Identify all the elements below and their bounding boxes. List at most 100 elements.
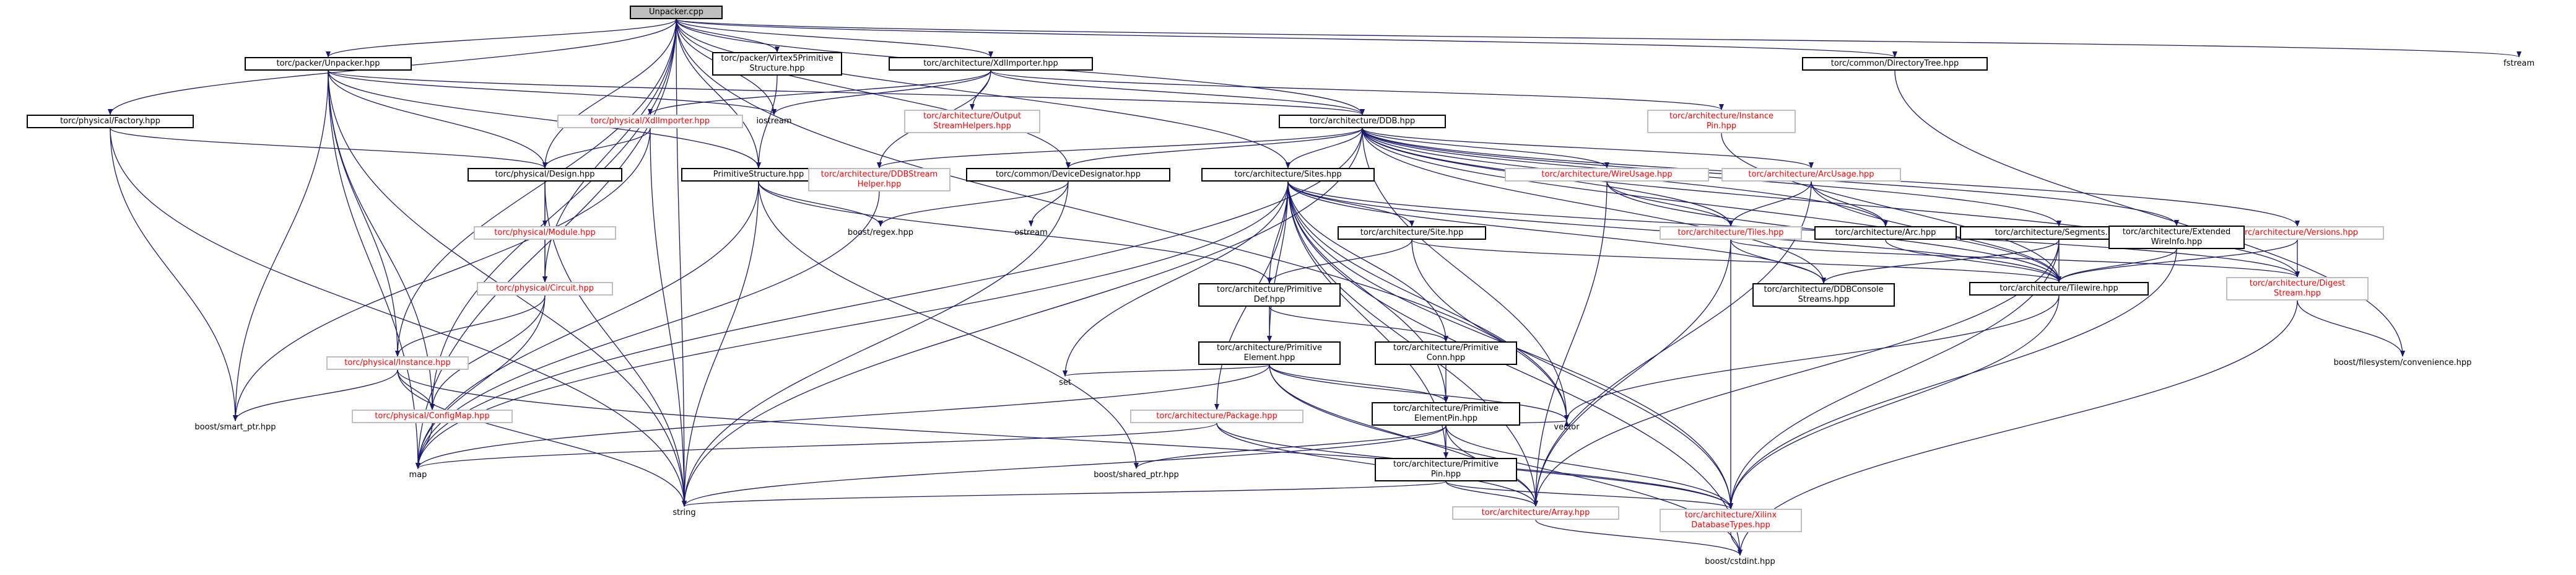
node-ddb[interactable]: torc/architecture/DDB.hpp — [1279, 115, 1446, 128]
node-xilinx-db-types[interactable]: torc/architecture/Xilinx DatabaseTypes.h… — [1660, 509, 1802, 532]
node-xdl-importer[interactable]: torc/architecture/XdlImporter.hpp — [889, 57, 1093, 71]
node-instance[interactable]: torc/physical/Instance.hpp — [326, 356, 469, 370]
node-arc-usage[interactable]: torc/architecture/ArcUsage.hpp — [1721, 168, 1901, 182]
node-configmap[interactable]: torc/physical/ConfigMap.hpp — [352, 410, 513, 423]
edge-unpacker_hpp-to-design — [328, 70, 547, 169]
edge-prim_pin-to-array — [1445, 481, 1538, 507]
edge-ddb-to-sites — [1286, 128, 1363, 169]
edge-prim_structure-to-primitive_def — [758, 181, 1272, 284]
edge-primitive_def-to-prim_conn — [1269, 306, 1448, 342]
edge-phys_xdl_importer-to-string — [650, 128, 687, 507]
edge-ddb-to-digest_stream — [1362, 128, 2300, 278]
edge-arc-to-tilewire — [1885, 239, 2061, 283]
node-phys-xdl-importer[interactable]: torc/physical/XdlImporter.hpp — [557, 115, 743, 128]
edge-circuit-to-map — [416, 295, 546, 469]
edge-device_designator-to-ostream — [1029, 181, 1069, 227]
edge-prim_element-to-set — [1063, 364, 1270, 377]
edge-xdl_importer-to-iostream — [772, 70, 991, 115]
edge-root-to-fstream — [676, 19, 2522, 58]
edge-root-to-dir_tree — [676, 19, 1897, 58]
node-iostream: iostream — [756, 116, 792, 126]
node-instance-pin[interactable]: torc/architecture/Instance Pin.hpp — [1647, 110, 1796, 133]
edge-xdl_importer-to-phys_xdl_importer — [648, 70, 991, 115]
edge-prim_element_pin-to-boost_shared_ptr — [1134, 425, 1447, 469]
edge-prim_element-to-vector — [1269, 364, 1569, 421]
edge-tiles-to-array — [1533, 239, 1731, 507]
node-set: set — [1059, 378, 1071, 387]
edge-root-to-instance — [395, 19, 677, 357]
edge-prim_pin-to-string — [682, 481, 1447, 507]
edge-virtex5_prim-to-prim_structure — [756, 75, 778, 169]
edge-instance-to-xilinx_db_types — [397, 369, 1733, 509]
edge-ddb-to-ddb_console — [1362, 128, 1826, 284]
node-dir-tree[interactable]: torc/common/DirectoryTree.hpp — [1802, 57, 1988, 71]
node-output-stream[interactable]: torc/architecture/Output StreamHelpers.h… — [904, 110, 1040, 133]
edge-instance-to-string — [397, 369, 687, 507]
node-prim-element[interactable]: torc/architecture/Primitive Element.hpp — [1198, 341, 1341, 365]
node-wire-usage[interactable]: torc/architecture/WireUsage.hpp — [1505, 168, 1709, 182]
edge-digest_stream-to-boost_cstdint — [1738, 300, 2298, 556]
edge-prim_element_pin-to-string — [682, 425, 1447, 507]
node-prim-pin[interactable]: torc/architecture/Primitive Pin.hpp — [1375, 458, 1517, 481]
edge-device_designator-to-boost_regex — [878, 181, 1069, 227]
node-sites[interactable]: torc/architecture/Sites.hpp — [1201, 168, 1375, 182]
edge-prim_pin-to-xilinx_db_types — [1445, 481, 1733, 509]
node-unpacker-hpp[interactable]: torc/packer/Unpacker.hpp — [245, 57, 412, 71]
node-package[interactable]: torc/architecture/Package.hpp — [1130, 410, 1303, 423]
edge-xdl_importer-to-output_stream — [970, 70, 991, 110]
edge-xdl_importer-to-ddb — [990, 70, 1365, 115]
node-digest-stream[interactable]: torc/architecture/Digest Stream.hpp — [2226, 277, 2369, 301]
node-site[interactable]: torc/architecture/Site.hpp — [1338, 226, 1486, 240]
edge-factory-to-string — [110, 128, 687, 507]
node-prim-conn[interactable]: torc/architecture/Primitive Conn.hpp — [1375, 341, 1517, 365]
edge-ddb-to-arc_usage — [1362, 128, 1814, 169]
edge-extended_wireinfo-to-tilewire — [2056, 248, 2177, 283]
edge-sites-to-map — [416, 181, 1289, 469]
edge-ddb-to-segments — [1362, 128, 2061, 227]
node-primitive-def[interactable]: torc/architecture/Primitive Def.hpp — [1198, 283, 1341, 307]
edge-site-to-tilewire — [1411, 239, 2061, 283]
edge-prim_element-to-map — [416, 364, 1270, 469]
edge-unpacker_hpp-to-iostream — [328, 70, 777, 115]
node-circuit[interactable]: torc/physical/Circuit.hpp — [477, 282, 613, 296]
node-prim-element-pin[interactable]: torc/architecture/Primitive ElementPin.h… — [1372, 402, 1520, 426]
edge-ddb-to-ddb_stream_helper — [877, 128, 1363, 169]
edge-xilinx_db_types-to-boost_cstdint — [1730, 532, 1743, 556]
edge-tiles-to-digest_stream — [1730, 239, 2300, 278]
node-extended-wireinfo[interactable]: torc/architecture/Extended WireInfo.hpp — [2108, 226, 2245, 249]
edge-unpacker_hpp-to-map — [328, 70, 420, 469]
node-array[interactable]: torc/architecture/Array.hpp — [1452, 506, 1619, 520]
edge-site-to-xilinx_db_types — [1411, 239, 1733, 509]
node-design[interactable]: torc/physical/Design.hpp — [468, 168, 622, 182]
edge-sites-to-vector — [1287, 181, 1569, 421]
edge-instance-to-boost_smart_ptr — [233, 369, 398, 421]
edge-unpacker_hpp-to-ddb — [328, 70, 1365, 115]
edge-circuit-to-configmap — [430, 295, 546, 410]
edge-site-to-primitive_def — [1267, 239, 1412, 284]
node-ddb-console[interactable]: torc/architecture/DDBConsole Streams.hpp — [1752, 283, 1895, 307]
edge-ddb-to-tilewire — [1362, 128, 2061, 283]
node-tiles[interactable]: torc/architecture/Tiles.hpp — [1660, 226, 1802, 240]
edge-xdl_importer-to-instance_pin — [990, 70, 1724, 110]
node-versions[interactable]: torc/architecture/Versions.hpp — [2211, 226, 2384, 240]
edge-prim_structure-to-string — [682, 181, 759, 507]
node-ddb-stream-helper[interactable]: torc/architecture/DDBStream Helper.hpp — [808, 168, 951, 191]
node-virtex5-prim[interactable]: torc/packer/Virtex5Primitive Structure.h… — [712, 52, 842, 76]
node-root: Unpacker.cpp — [630, 6, 723, 19]
node-arc[interactable]: torc/architecture/Arc.hpp — [1814, 226, 1957, 240]
edge-root-to-configmap — [430, 19, 677, 410]
edge-ddb-to-device_designator — [1066, 128, 1363, 169]
edge-segments-to-array — [1533, 239, 2060, 507]
node-tilewire[interactable]: torc/architecture/Tilewire.hpp — [1969, 282, 2149, 296]
edge-sites-to-prim_element — [1267, 181, 1289, 342]
node-ostream: ostream — [1014, 228, 1048, 237]
edge-unpacker_hpp-to-prim_structure — [328, 70, 761, 169]
edge-device_designator-to-string — [682, 181, 1069, 507]
node-module[interactable]: torc/physical/Module.hpp — [474, 226, 616, 240]
node-boost-fs-conv: boost/filesystem/convenience.hpp — [2333, 358, 2472, 367]
edge-segments-to-xilinx_db_types — [1728, 239, 2060, 509]
node-factory[interactable]: torc/physical/Factory.hpp — [27, 115, 194, 128]
edge-segments-to-ddb_console — [1821, 239, 2060, 284]
edge-factory-to-design — [110, 128, 547, 169]
node-device-designator[interactable]: torc/common/DeviceDesignator.hpp — [966, 168, 1170, 182]
